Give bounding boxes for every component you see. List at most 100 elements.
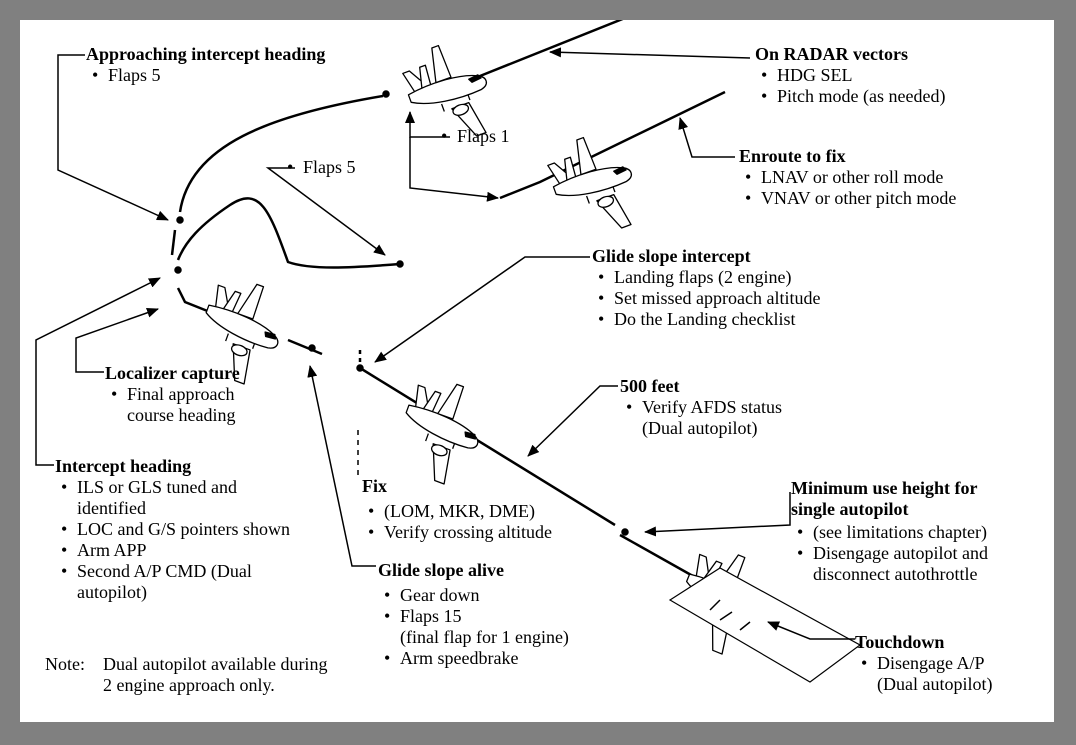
callout-item: Arm speedbrake	[378, 648, 569, 669]
callout-line: disconnect autothrottle	[813, 564, 978, 584]
leader-enroute	[678, 117, 735, 158]
callout-item: Final approach course heading	[105, 384, 240, 426]
callout-glide-slope-alive: Glide slope alive Gear down Flaps 15 (fi…	[378, 560, 569, 669]
flight-path	[176, 20, 726, 582]
callout-heading: Glide slope alive	[378, 560, 504, 580]
path-point	[308, 344, 316, 352]
airplane-icon	[387, 370, 495, 491]
callout-line: (Dual autopilot)	[877, 674, 993, 694]
approach-note: Note: Dual autopilot available during 2 e…	[45, 654, 327, 696]
callout-item: LOC and G/S pointers shown	[55, 519, 290, 540]
callout-item: Verify crossing altitude	[362, 522, 552, 543]
leader-touchdown	[767, 621, 855, 640]
callout-heading: Intercept heading	[55, 456, 192, 476]
callout-item: Flaps 15 (final flap for 1 engine)	[378, 606, 569, 648]
callout-line: autopilot)	[77, 582, 147, 602]
callout-item: LNAV or other roll mode	[739, 167, 956, 188]
callout-item: Set missed approach altitude	[592, 288, 820, 309]
callout-line: course heading	[127, 405, 236, 425]
callout-item: Flaps 1	[435, 126, 510, 147]
callout-heading: Localizer capture	[105, 363, 240, 383]
callout-heading: Fix	[362, 476, 387, 496]
leader-lines	[35, 47, 855, 640]
enroute-path	[499, 90, 726, 200]
callout-line: Flaps 15	[400, 606, 462, 626]
callout-item: Do the Landing checklist	[592, 309, 820, 330]
path-point	[621, 528, 629, 536]
callout-intercept-heading: Intercept heading ILS or GLS tuned and i…	[55, 456, 290, 603]
callout-glide-slope-intercept: Glide slope intercept Landing flaps (2 e…	[592, 246, 820, 330]
path-point	[176, 216, 184, 224]
callout-item: Flaps 5	[281, 157, 356, 178]
callout-line: Disengage A/P	[877, 653, 985, 673]
flaps5-path	[176, 197, 401, 269]
callout-line: single autopilot	[791, 499, 909, 519]
callout-heading: Enroute to fix	[739, 146, 846, 166]
intercept-point	[382, 90, 390, 98]
airplane-icon	[540, 125, 649, 246]
path-dash	[170, 229, 177, 256]
callout-line: Disengage autopilot and	[813, 543, 988, 563]
callout-item: Pitch mode (as needed)	[755, 86, 945, 107]
callout-heading: Glide slope intercept	[592, 246, 751, 266]
leader-gs-intercept	[374, 256, 590, 363]
callout-touchdown: Touchdown Disengage A/P (Dual autopilot)	[855, 632, 992, 695]
callout-min-use-height: Minimum use height for single autopilot …	[791, 478, 988, 585]
callout-fix: Fix (LOM, MKR, DME) Verify crossing alti…	[362, 476, 552, 543]
note-label: Note:	[45, 654, 85, 674]
callout-line: (final flap for 1 engine)	[400, 627, 569, 647]
callout-line: Second A/P CMD (Dual	[77, 561, 252, 581]
callout-line: (Dual autopilot)	[642, 418, 758, 438]
callout-flaps5: Flaps 5	[281, 157, 356, 178]
callout-line: identified	[77, 498, 146, 518]
final-approach-path-2	[287, 338, 323, 356]
path-point	[396, 260, 404, 268]
callout-radar-vectors: On RADAR vectors HDG SEL Pitch mode (as …	[755, 44, 945, 107]
diagram-frame: Approaching intercept heading Flaps 5 On…	[20, 20, 1054, 722]
callout-approaching-intercept: Approaching intercept heading Flaps 5	[86, 44, 325, 86]
callout-localizer-capture: Localizer capture Final approach course …	[105, 363, 240, 426]
callout-item: HDG SEL	[755, 65, 945, 86]
runway	[668, 567, 862, 683]
callout-line: Final approach	[127, 384, 235, 404]
leader-flaps5	[265, 167, 386, 256]
callout-heading: Touchdown	[855, 632, 945, 652]
path-point	[174, 266, 182, 274]
approach-diagram	[35, 20, 862, 683]
callout-item: Flaps 5	[86, 65, 325, 86]
path-points	[170, 90, 629, 536]
callout-enroute-fix: Enroute to fix LNAV or other roll mode V…	[739, 146, 956, 209]
leader-min-height	[644, 492, 791, 537]
final-approach-path-4	[619, 533, 701, 582]
callout-item: (LOM, MKR, DME)	[362, 501, 552, 522]
callout-500-feet: 500 feet Verify AFDS status (Dual autopi…	[620, 376, 782, 439]
final-approach-path-3	[359, 366, 616, 527]
leader-gs-alive	[307, 365, 376, 567]
callout-item: Gear down	[378, 585, 569, 606]
callout-item: (see limitations chapter)	[791, 522, 988, 543]
callout-item: Landing flaps (2 engine)	[592, 267, 820, 288]
final-approach-path	[176, 287, 211, 314]
callout-item: Arm APP	[55, 540, 290, 561]
callout-item: Disengage A/P (Dual autopilot)	[855, 653, 992, 695]
callout-item: Verify AFDS status (Dual autopilot)	[620, 397, 782, 439]
callout-heading: 500 feet	[620, 376, 680, 396]
approach-curve	[178, 94, 384, 213]
leader-radar-vectors	[549, 47, 751, 59]
leader-approaching-intercept	[57, 54, 169, 221]
path-point	[356, 364, 364, 372]
note-line: Dual autopilot available during	[103, 654, 328, 674]
callout-line: Verify AFDS status	[642, 397, 783, 417]
callout-item: Second A/P CMD (Dual autopilot)	[55, 561, 290, 603]
leader-localizer	[75, 307, 159, 373]
callout-line: ILS or GLS tuned and	[77, 477, 237, 497]
callout-heading: Approaching intercept heading	[86, 44, 326, 64]
callout-flaps1: Flaps 1	[435, 126, 510, 147]
callout-heading: On RADAR vectors	[755, 44, 908, 64]
leader-500ft	[527, 385, 618, 457]
callout-item: VNAV or other pitch mode	[739, 188, 956, 209]
leader-flaps1-down	[409, 137, 499, 202]
leader-intercept-heading	[35, 277, 161, 466]
note-line: 2 engine approach only.	[103, 675, 275, 695]
callout-item: ILS or GLS tuned and identified	[55, 477, 290, 519]
